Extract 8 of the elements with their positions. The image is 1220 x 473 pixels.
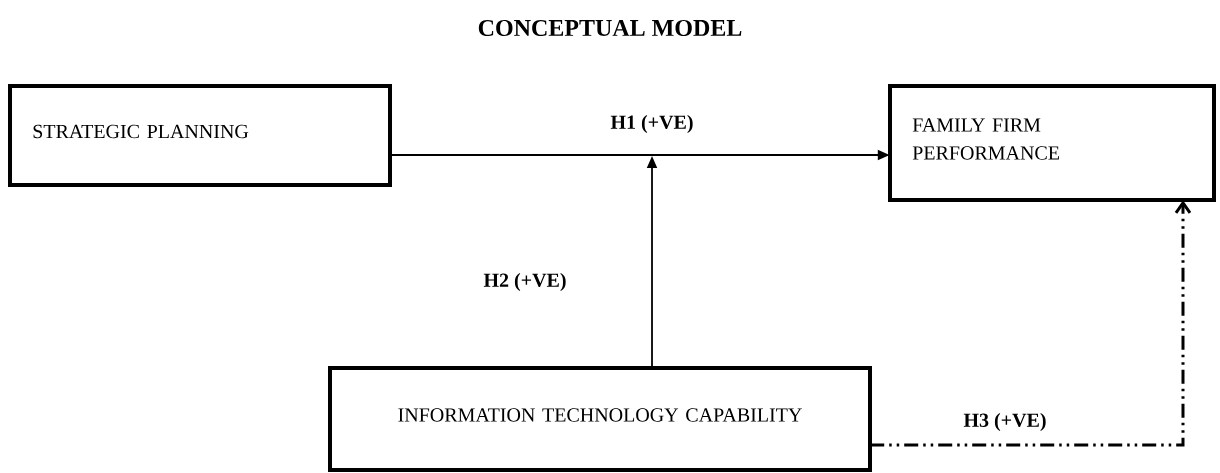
text-box: FAMILY FIRM PERFORMANCE bbox=[888, 84, 1216, 202]
text-box: INFORMATION TECHNOLOGY CAPABILITY bbox=[328, 366, 872, 472]
text-box: STRATEGIC PLANNING bbox=[8, 84, 392, 187]
edge-label: H3 (+VE) bbox=[962, 411, 1048, 433]
edge-label: H1 (+VE) bbox=[609, 113, 695, 135]
arrow bbox=[870, 200, 1192, 447]
edge-label: H2 (+VE) bbox=[482, 271, 568, 293]
title: CONCEPTUAL MODEL bbox=[478, 19, 742, 37]
